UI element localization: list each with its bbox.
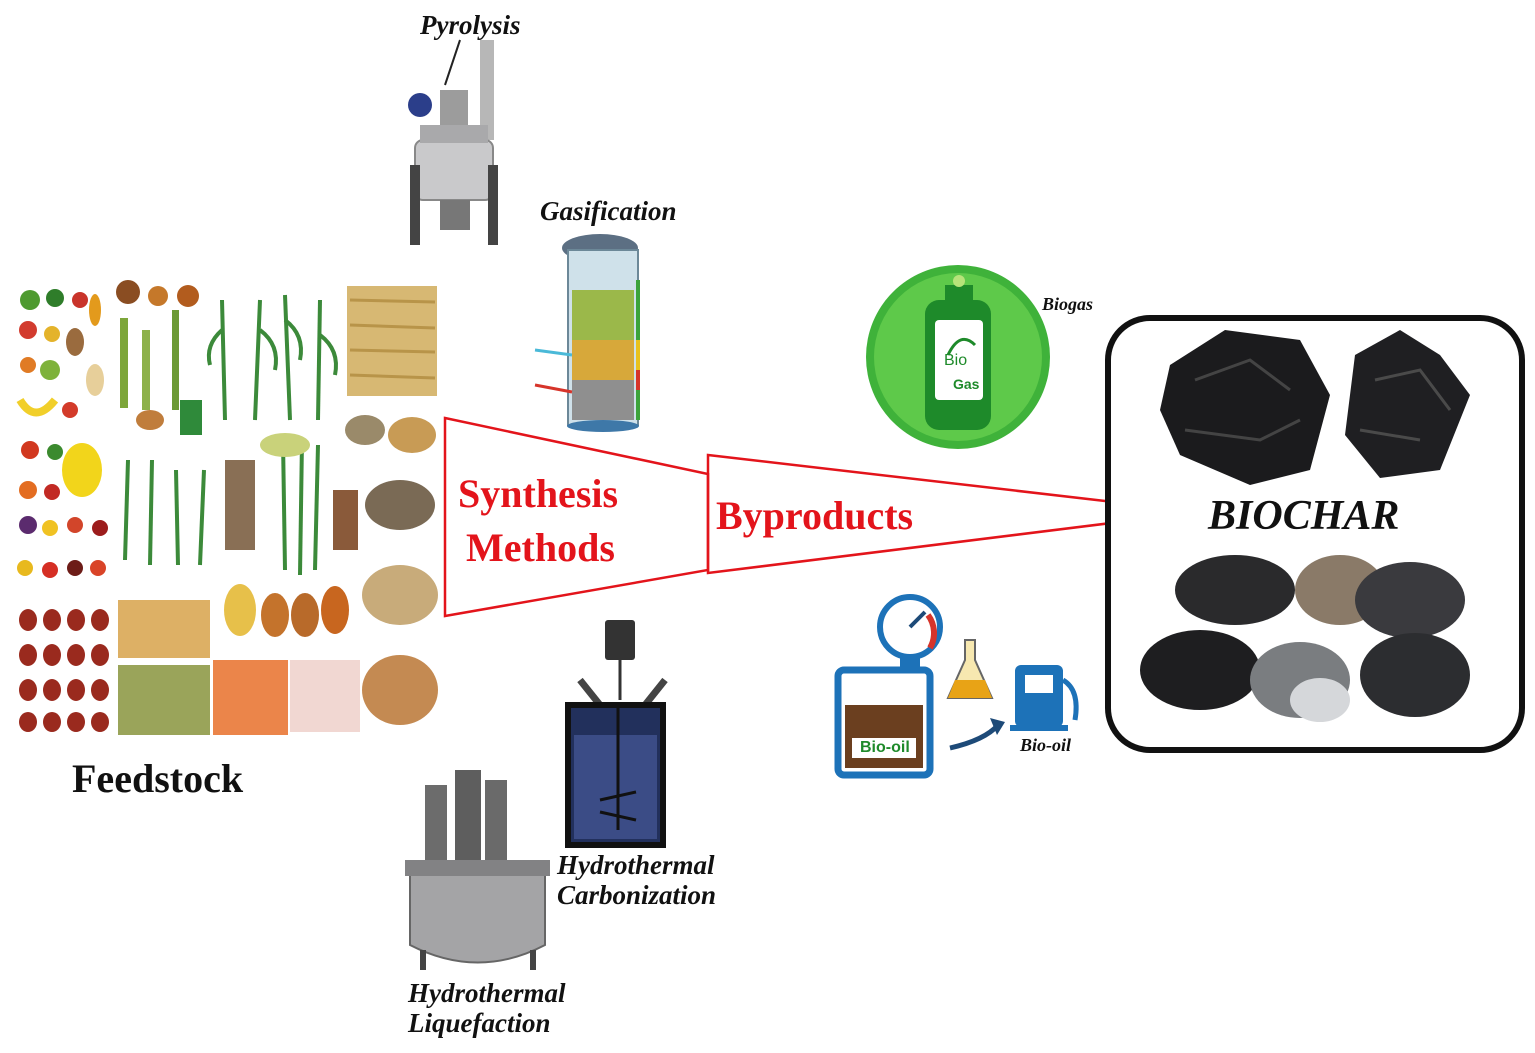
fruit-icons — [16, 289, 108, 578]
grain-icons — [225, 433, 310, 550]
pyrolysis-label: Pyrolysis — [420, 10, 521, 40]
biooil-label: Bio-oil — [1020, 735, 1072, 755]
gasification-label: Gasification — [540, 196, 677, 226]
htl-label-1: Hydrothermal — [408, 978, 566, 1008]
htl-reactor-icon — [405, 770, 550, 970]
htl-label-2: Liquefaction — [408, 1008, 551, 1038]
biooil-tank-text: Bio-oil — [860, 739, 910, 756]
feedstock-label: Feedstock — [72, 756, 244, 801]
htc-label-1: Hydrothermal — [557, 850, 715, 880]
synthesis-methods-label-1: Synthesis — [458, 471, 619, 516]
dried-fruit-icons — [19, 609, 109, 732]
byproducts-triangle — [706, 453, 1201, 575]
pyrolysis-reactor-icon — [408, 39, 498, 245]
biogas-tank-text-2: Gas — [953, 376, 980, 392]
root-icons — [116, 280, 202, 435]
leaf-veg-icons — [118, 584, 360, 735]
biogas-label: Biogas — [1042, 294, 1094, 314]
biogas-cylinder-icon — [866, 265, 1050, 449]
biochar-box — [1105, 315, 1525, 753]
synthesis-triangle — [443, 416, 710, 618]
biomass-pile-icons — [333, 415, 438, 725]
htc-reactor-icon — [565, 620, 668, 848]
hay-bale-icon — [347, 286, 437, 396]
crop-stalk-icons — [123, 294, 338, 576]
biooil-icons — [834, 594, 1079, 779]
gasifier-column-icon — [534, 234, 640, 432]
synthesis-methods-label-2: Methods — [466, 525, 615, 570]
byproducts-label: Byproducts — [716, 493, 914, 538]
biochar-label: BIOCHAR — [1208, 493, 1400, 539]
htc-label-2: Carbonization — [557, 880, 717, 910]
feedstock-collage — [16, 280, 438, 735]
biogas-tank-text-1: Bio — [944, 352, 968, 369]
